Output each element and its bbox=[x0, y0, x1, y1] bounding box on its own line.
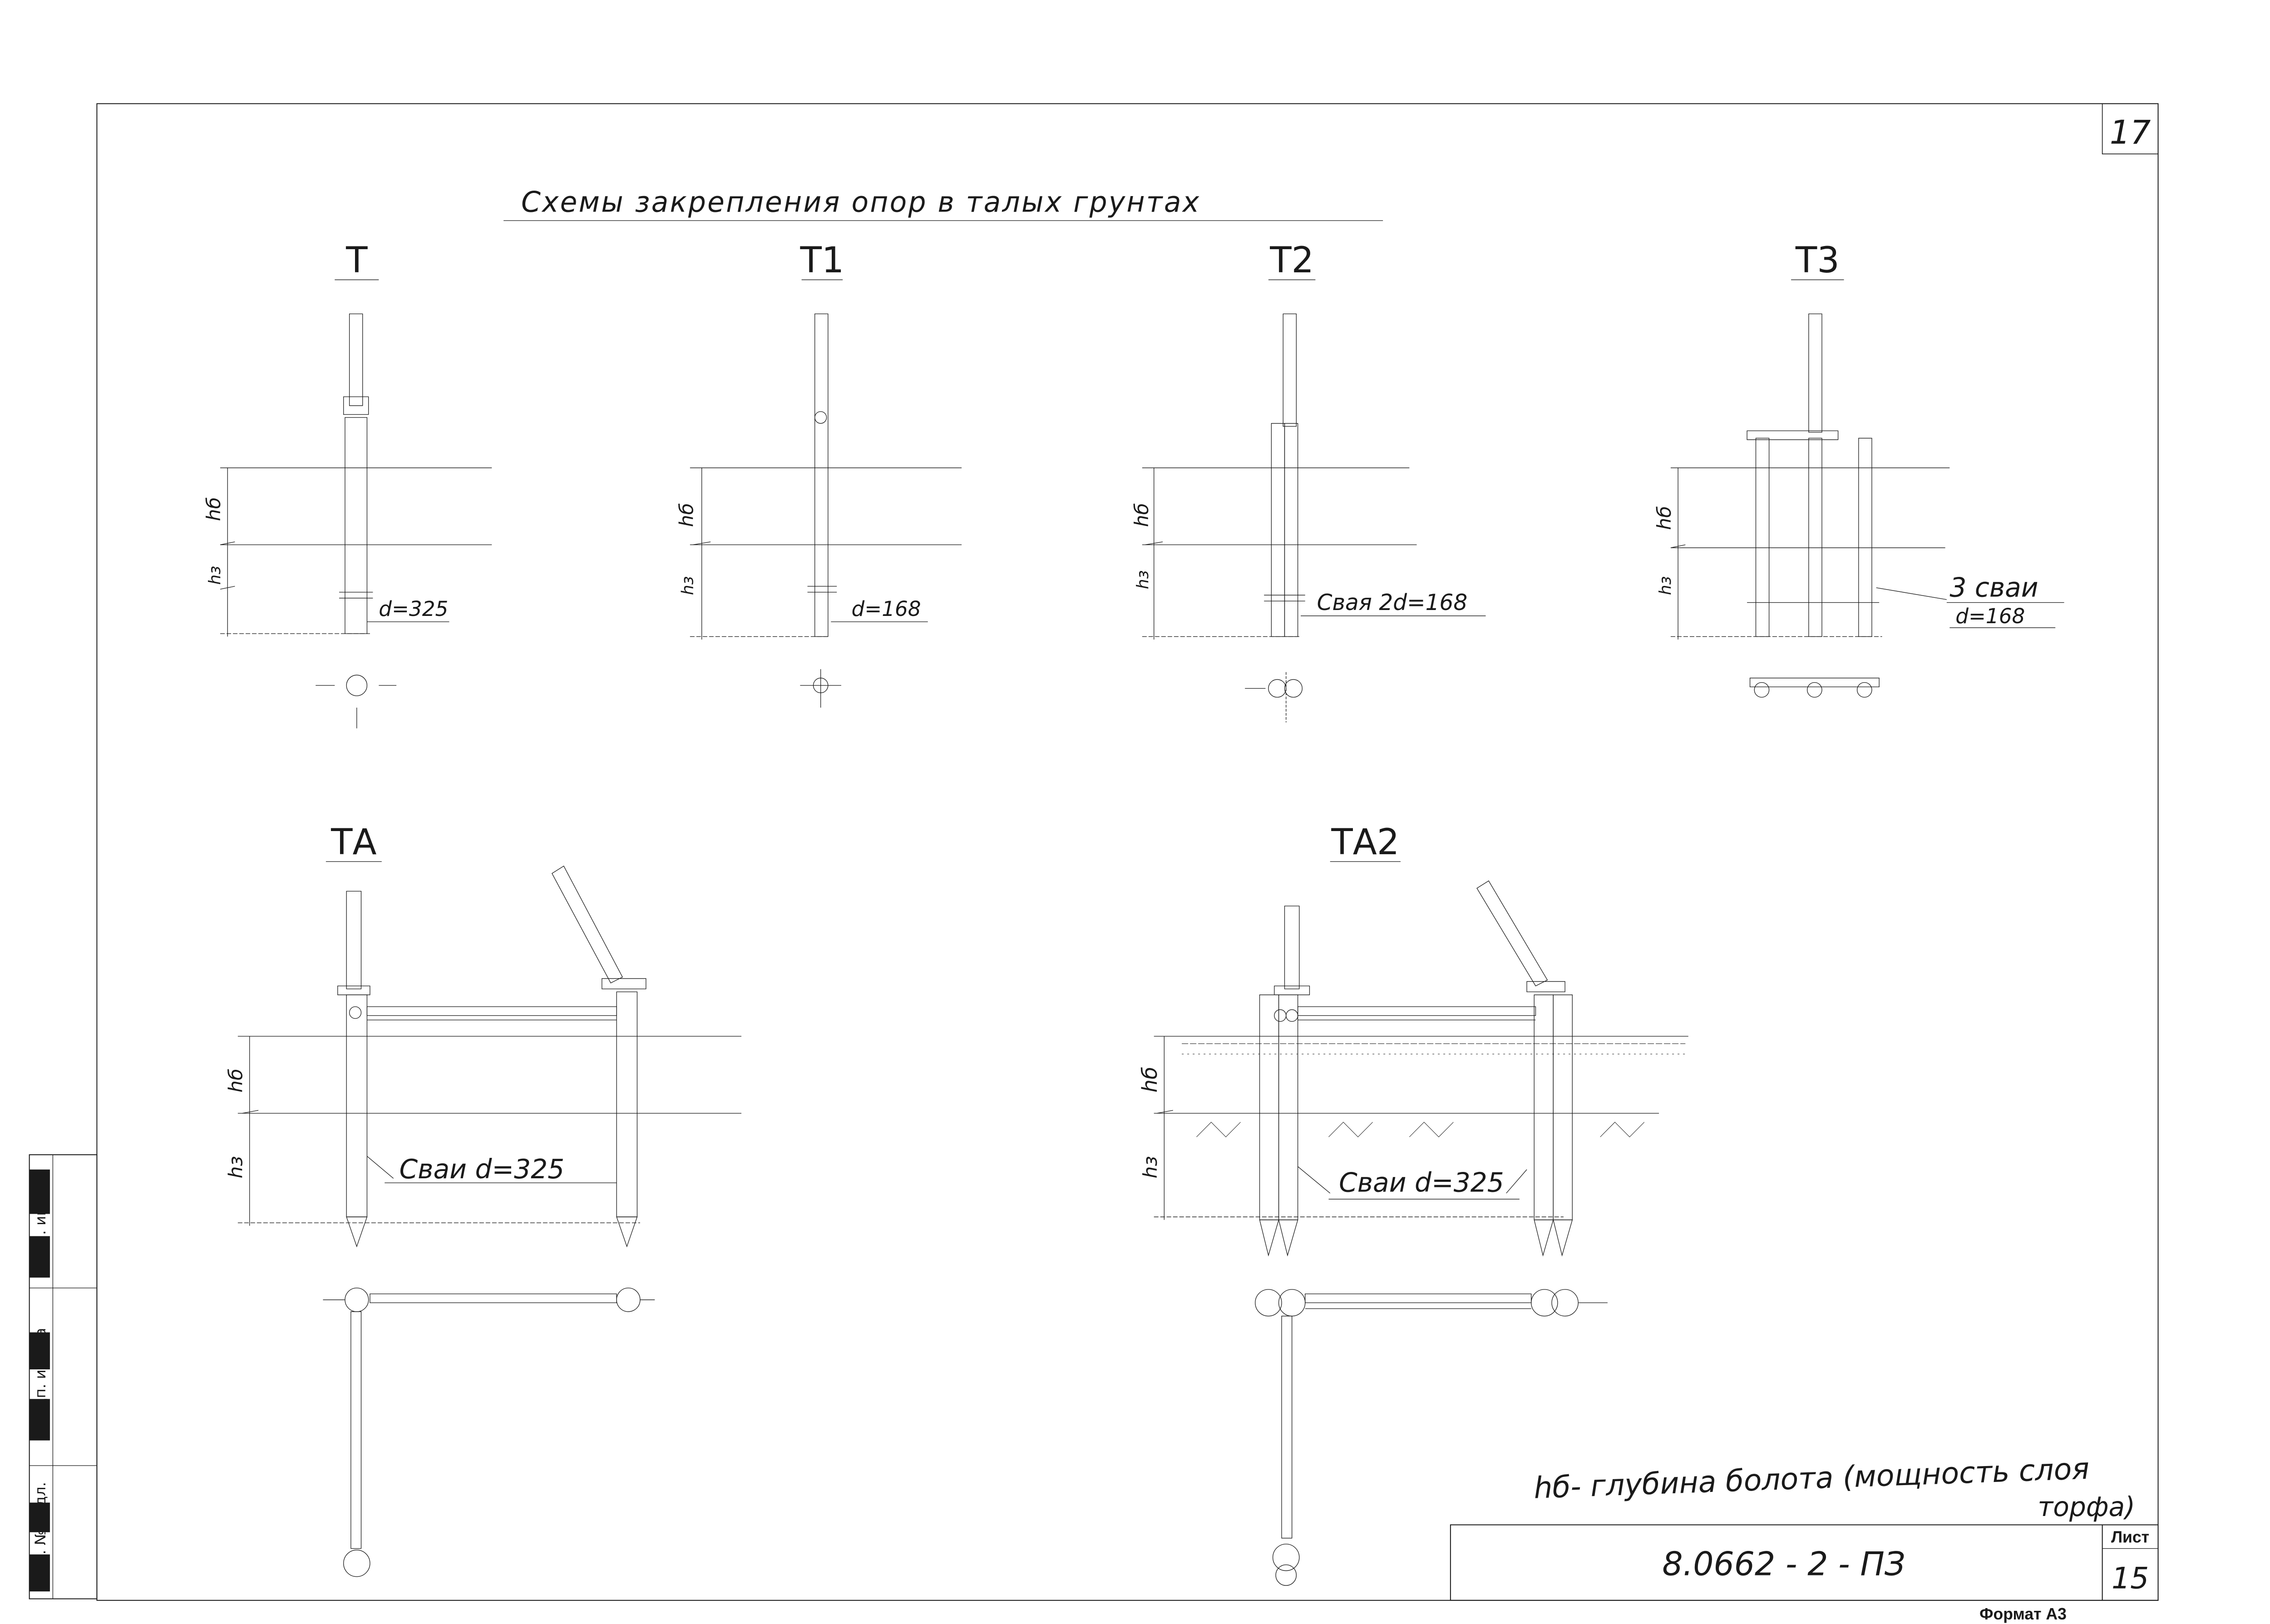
side-stamp: Инв. № подл. Подп. и дата Взам. инв. № bbox=[30, 1155, 97, 1599]
scheme-ta-note: Сваи d=325 bbox=[400, 1154, 565, 1185]
scheme-ta2: ТА2 bbox=[1138, 822, 1688, 1586]
scheme-t: Т hб hз d=325 bbox=[202, 240, 492, 728]
title-block-code: 8.0662 - 2 - ПЗ bbox=[1662, 1545, 1905, 1583]
scheme-t-label: Т bbox=[345, 240, 368, 281]
side-stamp-2: Подп. и дата bbox=[32, 1328, 49, 1428]
scheme-t1-label: Т1 bbox=[799, 240, 844, 281]
scheme-ta-label: ТА bbox=[331, 822, 376, 863]
scheme-t3-note-2: d=168 bbox=[1955, 604, 2025, 628]
sheet-title: Схемы закрепления опор в талых грунтах bbox=[521, 186, 1200, 218]
scheme-t3-label: Т3 bbox=[1795, 240, 1840, 281]
scheme-t1-hz: hз bbox=[678, 576, 697, 595]
scheme-t3-hb: hб bbox=[1653, 506, 1675, 530]
scheme-t2-label: Т2 bbox=[1269, 240, 1314, 281]
scheme-t2-hb: hб bbox=[1130, 503, 1153, 527]
scheme-ta2-label: ТА2 bbox=[1331, 822, 1399, 863]
scheme-t2-note: Свая 2d=168 bbox=[1317, 590, 1468, 615]
scheme-t3-note-1: 3 сваи bbox=[1949, 572, 2038, 603]
scheme-t3: Т3 hб hз 3 сваи d=168 bbox=[1653, 240, 2064, 697]
title-block-sheet-label: Лист bbox=[2111, 1528, 2149, 1546]
scheme-ta-hb: hб bbox=[225, 1068, 247, 1093]
title-block-sheet-number: 15 bbox=[2112, 1561, 2149, 1595]
page-number-box: 17 bbox=[2102, 103, 2158, 154]
scheme-t-note: d=325 bbox=[379, 597, 448, 621]
scheme-t2-hz: hз bbox=[1134, 570, 1152, 589]
side-stamp-3: Взам. инв. № bbox=[32, 1173, 49, 1273]
scheme-t3-hz: hз bbox=[1656, 576, 1675, 595]
scheme-ta2-hb: hб bbox=[1138, 1067, 1162, 1093]
scheme-ta: ТА hб hз Сваи d=325 bbox=[225, 822, 741, 1577]
sheet-frame bbox=[97, 103, 2158, 1600]
scheme-t1-note: d=168 bbox=[852, 597, 921, 621]
legend-line-1: hб- глубина болота (мощность слоя bbox=[1533, 1452, 2090, 1505]
format-label: Формат А3 bbox=[1979, 1605, 2067, 1623]
legend-line-2: торфа) bbox=[2038, 1491, 2135, 1522]
scheme-t2: Т2 hб hз Свая 2d=168 bbox=[1130, 240, 1486, 723]
scheme-t-hb: hб bbox=[202, 497, 225, 521]
page-number: 17 bbox=[2110, 113, 2151, 151]
scheme-t1: Т1 hб hз d=168 bbox=[675, 240, 962, 708]
scheme-ta2-hz: hз bbox=[1139, 1156, 1161, 1178]
scheme-ta-hz: hз bbox=[225, 1156, 247, 1178]
scheme-t-hz: hз bbox=[206, 566, 224, 585]
title-block: 8.0662 - 2 - ПЗ Лист 15 bbox=[1451, 1525, 2158, 1600]
scheme-ta2-note: Сваи d=325 bbox=[1339, 1167, 1504, 1198]
scheme-t1-hb: hб bbox=[675, 503, 697, 527]
side-stamp-1: Инв. № подл. bbox=[32, 1482, 49, 1584]
